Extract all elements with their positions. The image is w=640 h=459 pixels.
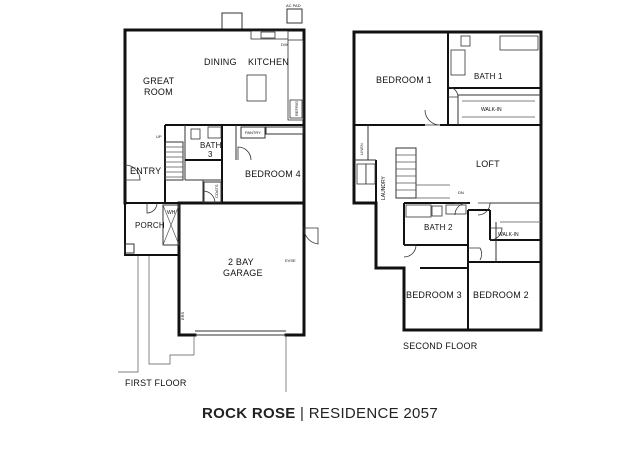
porch-label: PORCH xyxy=(135,221,165,230)
loft-stair-door xyxy=(477,202,491,216)
sf-stairs xyxy=(395,147,450,199)
pantry xyxy=(240,126,266,139)
bath1-vanity xyxy=(499,35,539,51)
plan-title: ROCK ROSE | RESIDENCE 2057 xyxy=(0,405,640,422)
porch-column xyxy=(124,243,135,254)
laundry-dryer xyxy=(365,163,376,185)
up-label: UP xyxy=(156,134,162,139)
walkway-2 xyxy=(118,255,139,373)
great-room-label-1: GREAT xyxy=(143,76,175,86)
bedroom4-closet xyxy=(265,126,304,135)
bath1-tub xyxy=(450,49,466,76)
bath2-door xyxy=(454,202,468,216)
bedroom4-label: BEDROOM 4 xyxy=(245,169,301,179)
dw-label: D/W xyxy=(281,42,289,47)
refrigerator xyxy=(289,99,303,119)
refrig-label: REFRIG xyxy=(294,101,299,116)
kitchen-island xyxy=(246,74,267,102)
bedroom2-label: BEDROOM 2 xyxy=(473,290,529,300)
garage-entry-door xyxy=(202,190,216,204)
walkin2-door xyxy=(489,227,503,241)
first-floor-plan: AC PAD WH xyxy=(118,3,319,392)
water-heater-closet xyxy=(162,204,180,246)
pantry-label: PANTRY xyxy=(245,130,261,135)
laundry-label: LAUNDRY xyxy=(381,176,387,200)
plan-name: ROCK ROSE xyxy=(202,405,296,422)
bath3-label-1: BATH xyxy=(200,141,222,150)
bedroom3-door xyxy=(403,244,417,258)
sf-exterior-wall xyxy=(352,30,543,332)
bath1-door xyxy=(447,86,459,98)
kitchen-label: KITCHEN xyxy=(248,57,289,67)
first-floor-label: FIRST FLOOR xyxy=(125,378,187,388)
entry-door xyxy=(124,164,141,181)
walkway xyxy=(148,255,194,365)
wh-label: WH xyxy=(167,210,176,216)
ff-stairs xyxy=(164,141,184,181)
garage-side-door xyxy=(303,227,319,245)
bath2-tub xyxy=(405,204,432,218)
coats-label: COATS xyxy=(214,184,219,198)
title-separator: | xyxy=(300,405,305,422)
great-room-label-2: ROOM xyxy=(144,87,173,97)
bath1-label: BATH 1 xyxy=(474,72,503,81)
bedroom4-door xyxy=(237,146,252,161)
bedroom1-label: BEDROOM 1 xyxy=(376,75,432,85)
bedroom3-label: BEDROOM 3 xyxy=(406,290,462,300)
linen-label: LINEN xyxy=(359,143,364,155)
residence-name: RESIDENCE 2057 xyxy=(308,405,438,422)
second-floor-label: SECOND FLOOR xyxy=(403,341,478,351)
dn-label: DN xyxy=(458,190,464,195)
evse-label: EVSE xyxy=(285,258,296,263)
loft-label: LOFT xyxy=(476,159,500,169)
entry-label: ENTRY xyxy=(130,166,161,176)
garage-label-2: GARAGE xyxy=(223,268,263,278)
rear-stoop xyxy=(221,12,243,31)
walkin2-label: WALK-IN xyxy=(498,232,519,238)
porch-door xyxy=(146,202,158,214)
bath3-shower xyxy=(207,126,222,139)
bath3-toilet xyxy=(190,128,201,140)
ac-pad xyxy=(286,8,303,24)
ff-exterior-wall-garage-r xyxy=(177,201,306,337)
dining-label: DINING xyxy=(204,57,237,67)
laundry-washer xyxy=(356,163,367,185)
bath2-toilet xyxy=(431,205,443,217)
coats-closet xyxy=(203,181,222,203)
kitchen-sink xyxy=(260,31,276,39)
second-floor-plan: DN BEDROOM 1 BATH 1 WALK-IN LOFT xyxy=(352,30,543,351)
ers-label: ERS xyxy=(180,311,185,320)
garage-label-1: 2 BAY xyxy=(228,257,254,267)
walkin1-label: WALK-IN xyxy=(481,107,502,113)
bath3-label-2: 3 xyxy=(208,150,213,159)
bedroom1-door xyxy=(424,109,441,126)
bath2-label: BATH 2 xyxy=(424,223,453,232)
bath1-toilet xyxy=(460,35,471,47)
ac-pad-label: AC PAD xyxy=(286,3,301,8)
bedroom2-door xyxy=(468,247,482,261)
ff-exterior-wall-upper xyxy=(123,28,306,205)
